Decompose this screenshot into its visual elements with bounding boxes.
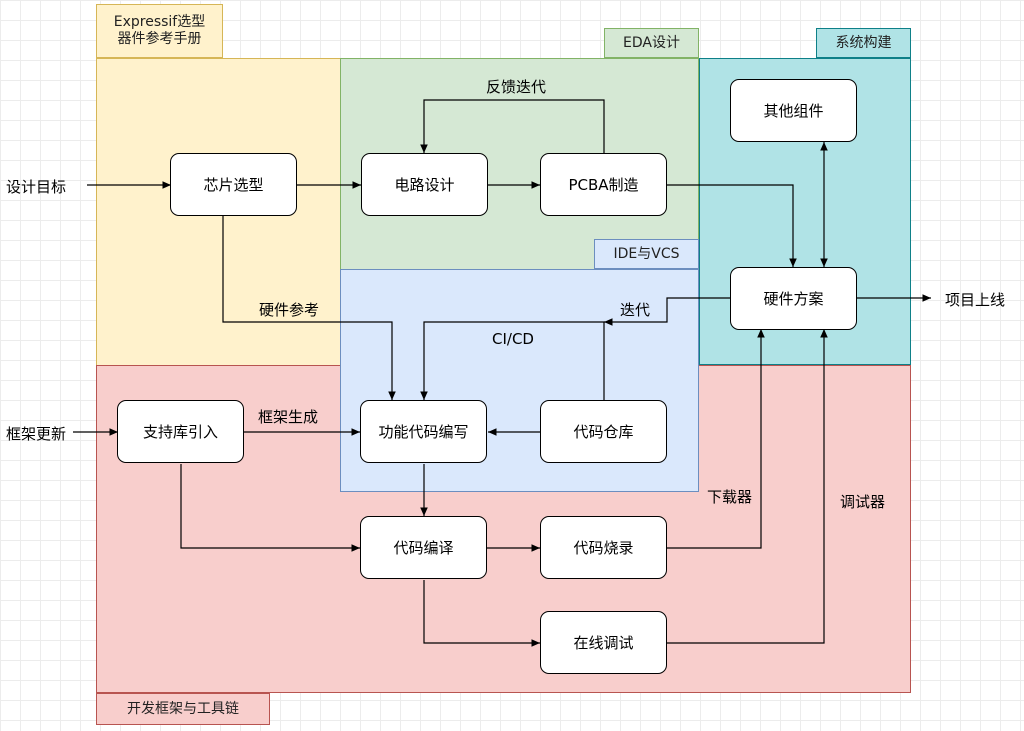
node-support-library: 支持库引入 — [117, 400, 244, 463]
edge-repo-func — [420, 321, 605, 400]
edge-burn-hardware — [667, 329, 765, 549]
label-design-goal: 设计目标 — [6, 178, 67, 196]
label-framework-generate: 框架生成 — [258, 408, 319, 426]
node-circuit-design: 电路设计 — [361, 153, 488, 216]
region-expressif-label: Expressif选型 器件参考手册 — [96, 4, 223, 58]
node-hardware-solution: 硬件方案 — [730, 267, 857, 330]
node-code-burn: 代码烧录 — [540, 516, 667, 579]
region-system-label: 系统构建 — [816, 28, 911, 58]
edge-debug-hardware — [667, 329, 828, 644]
edge-feedback — [420, 99, 605, 153]
edge-pcba-hardware — [667, 184, 797, 267]
region-ide-label: IDE与VCS — [594, 239, 699, 269]
label-project-online: 项目上线 — [945, 291, 1006, 309]
label-hardware-reference: 硬件参考 — [259, 301, 320, 319]
label-downloader: 下载器 — [707, 488, 753, 506]
edge-chip-func — [222, 216, 396, 400]
node-function-code: 功能代码编写 — [360, 400, 487, 463]
node-online-debug: 在线调试 — [540, 611, 667, 674]
label-debugger: 调试器 — [840, 493, 886, 511]
edge-hardware-iterate — [604, 297, 730, 326]
label-framework-update: 框架更新 — [6, 425, 67, 443]
region-framework-label: 开发框架与工具链 — [96, 693, 270, 725]
edge-support-compile — [180, 464, 360, 552]
label-cicd: CI/CD — [492, 330, 534, 348]
node-pcba: PCBA制造 — [540, 153, 667, 216]
edge-compile-debug — [423, 580, 540, 647]
region-eda-label: EDA设计 — [604, 28, 699, 58]
label-iterate: 迭代 — [620, 301, 651, 319]
label-feedback: 反馈迭代 — [486, 78, 547, 96]
node-chip-selection: 芯片选型 — [170, 153, 297, 216]
node-code-repo: 代码仓库 — [540, 400, 667, 463]
node-code-compile: 代码编译 — [360, 516, 487, 579]
node-other-components: 其他组件 — [730, 79, 857, 142]
